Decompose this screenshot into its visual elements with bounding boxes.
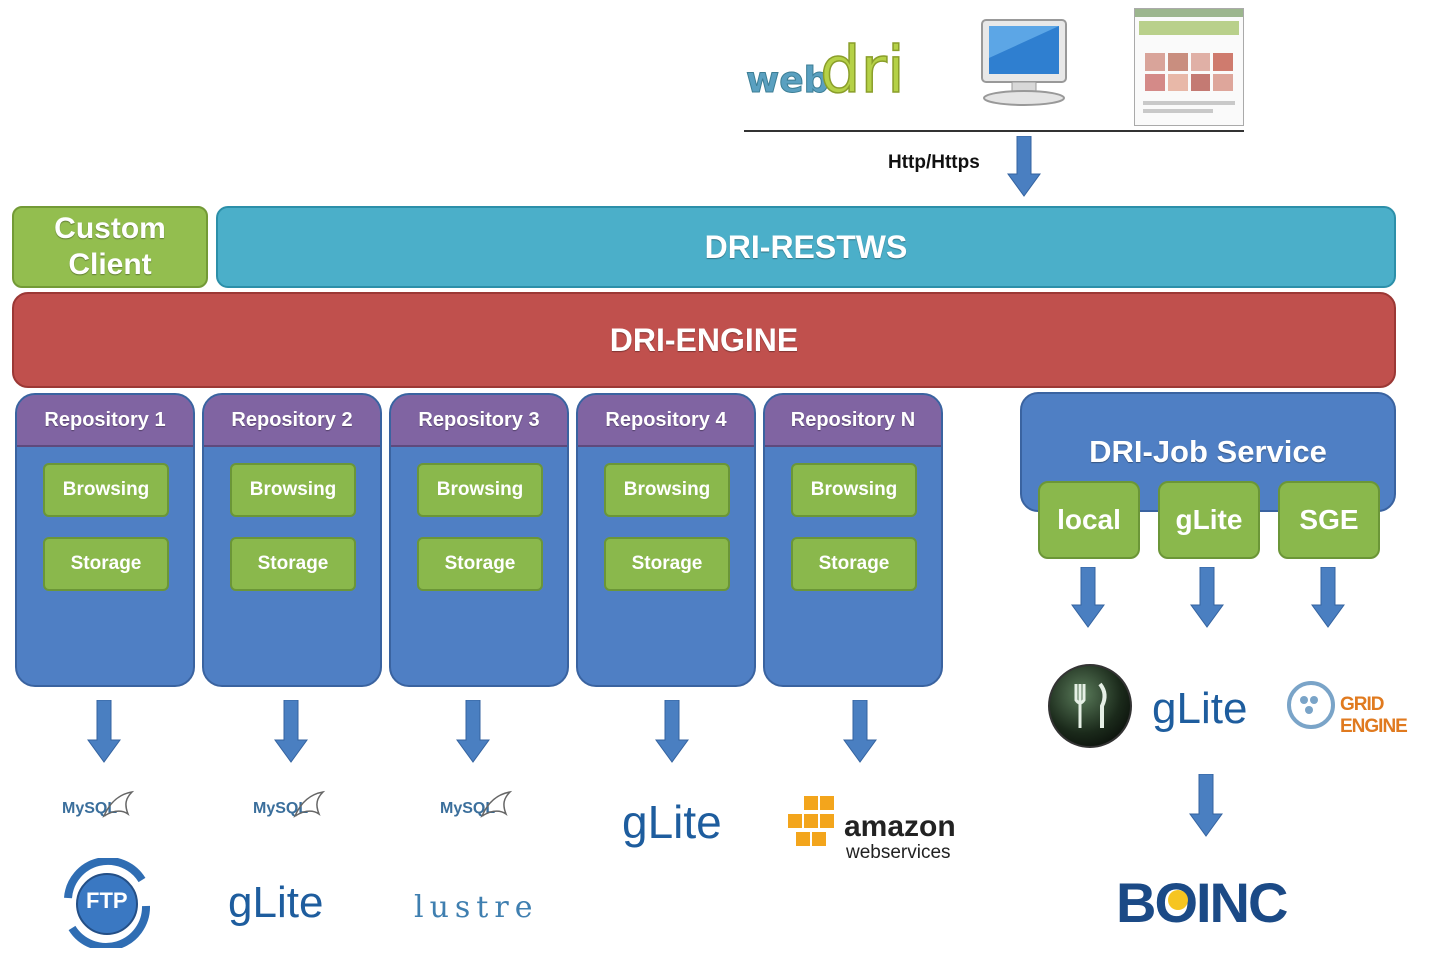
svg-text:web: web [746,60,829,101]
dri-restws-label: DRI-RESTWS [704,228,908,265]
arrow-down-icon [87,700,121,763]
glite-logo: gLite [228,878,323,928]
job-backend-local: local [1038,481,1140,559]
dolphin-icon [293,790,326,818]
grid-engine-logo-text: GRID ENGINE [1340,694,1408,737]
arrow-down-icon [1071,567,1105,628]
mysql-logo: MySQL [253,790,326,818]
repository-header: Repository 2 [204,395,380,447]
repository-3: Repository 3 Browsing Storage [389,393,569,687]
arrow-down-icon [1190,567,1224,628]
dri-engine-box: DRI-ENGINE [12,292,1396,388]
top-separator-line [744,130,1244,132]
mysql-logo: MySQL [62,790,135,818]
mysql-logo-text: MySQL [440,800,496,817]
glite-logo-text: gLite [622,796,722,848]
webdri-logo-art: web dri [746,33,906,109]
glite-logo-text: gLite [228,878,324,927]
amazon-webservices-logo: amazon webservices [786,794,976,864]
dri-job-service-label: DRI-Job Service [1089,434,1327,469]
ftp-logo: FTP [56,856,158,951]
repository-header: Repository 1 [17,395,193,447]
arrow-down-icon [274,700,308,763]
lustre-logo-text: lustre [414,890,539,925]
arrow-down-icon [843,700,877,763]
boinc-logo-text: BOINC [1116,871,1288,934]
mysql-logo: MySQL [440,790,513,818]
glite-logo: gLite [622,795,722,849]
custom-client-label: Custom Client [54,212,166,281]
repository-header: Repository N [765,395,941,447]
repository-header: Repository 4 [578,395,754,447]
arrow-down-icon [1189,774,1223,837]
mysql-logo-text: MySQL [62,800,118,817]
lustre-logo: lustre [414,890,538,925]
webservices-logo-text: webservices [846,842,951,863]
ftp-logo-text: FTP [86,888,128,913]
arrow-down-icon [1311,567,1345,628]
glite-logo-text: gLite [1152,684,1248,733]
webpage-screenshot-icon [1134,8,1244,126]
dri-engine-label: DRI-ENGINE [609,321,799,358]
http-https-label: Http/Https [888,152,980,173]
dolphin-icon [480,790,513,818]
custom-client-box: Custom Client [12,206,208,288]
dolphin-icon [102,790,135,818]
glite-logo: gLite [1152,684,1247,734]
grid-engine-logo: GRID ENGINE [1284,678,1454,737]
computer-monitor-icon [978,18,1070,115]
browsing-pill: Browsing [43,463,169,517]
storage-pill: Storage [604,537,730,591]
browsing-pill: Browsing [417,463,543,517]
amazon-logo-text: amazon [844,810,956,843]
job-backend-glite: gLite [1158,481,1260,559]
storage-pill: Storage [417,537,543,591]
browsing-pill: Browsing [791,463,917,517]
mysql-logo-text: MySQL [253,800,309,817]
boinc-sun-icon [1168,890,1188,910]
amazon-cubes-icon [788,796,834,846]
grid-engine-icon [1287,681,1335,729]
arrow-down-icon [1007,136,1041,197]
repository-1: Repository 1 Browsing Storage [15,393,195,687]
repository-header: Repository 3 [391,395,567,447]
svg-text:dri: dri [820,34,905,102]
arrow-down-icon [655,700,689,763]
local-fork-knife-icon [1048,664,1132,748]
browsing-pill: Browsing [604,463,730,517]
arrow-down-icon [456,700,490,763]
browsing-pill: Browsing [230,463,356,517]
repository-n: Repository N Browsing Storage [763,393,943,687]
boinc-logo: BOINC [1116,862,1296,946]
repository-2: Repository 2 Browsing Storage [202,393,382,687]
job-backend-sge: SGE [1278,481,1380,559]
storage-pill: Storage [230,537,356,591]
ftp-globe-icon [64,856,151,951]
dri-restws-box: DRI-RESTWS [216,206,1396,288]
storage-pill: Storage [791,537,917,591]
storage-pill: Storage [43,537,169,591]
repository-4: Repository 4 Browsing Storage [576,393,756,687]
